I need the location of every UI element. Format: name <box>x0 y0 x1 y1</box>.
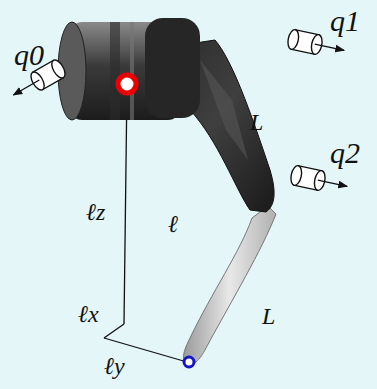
shoulder-joint <box>58 18 200 120</box>
link-length-label: L <box>262 304 275 328</box>
joint-label: q2 <box>330 138 360 168</box>
shoulder-point <box>118 75 136 93</box>
lower-link <box>183 206 276 365</box>
dimension-label: ℓx <box>78 302 99 326</box>
end-effector-point <box>184 357 194 367</box>
joint-axis-icons <box>8 29 349 196</box>
dimension-label: ℓy <box>104 354 125 378</box>
link-length-label: L <box>250 110 263 134</box>
dimension-label: ℓz <box>86 200 105 224</box>
dimension-label: ℓ <box>168 212 178 236</box>
joint-label: q1 <box>330 6 360 36</box>
dimension-lines <box>104 84 187 362</box>
joint-label: q0 <box>14 40 44 70</box>
